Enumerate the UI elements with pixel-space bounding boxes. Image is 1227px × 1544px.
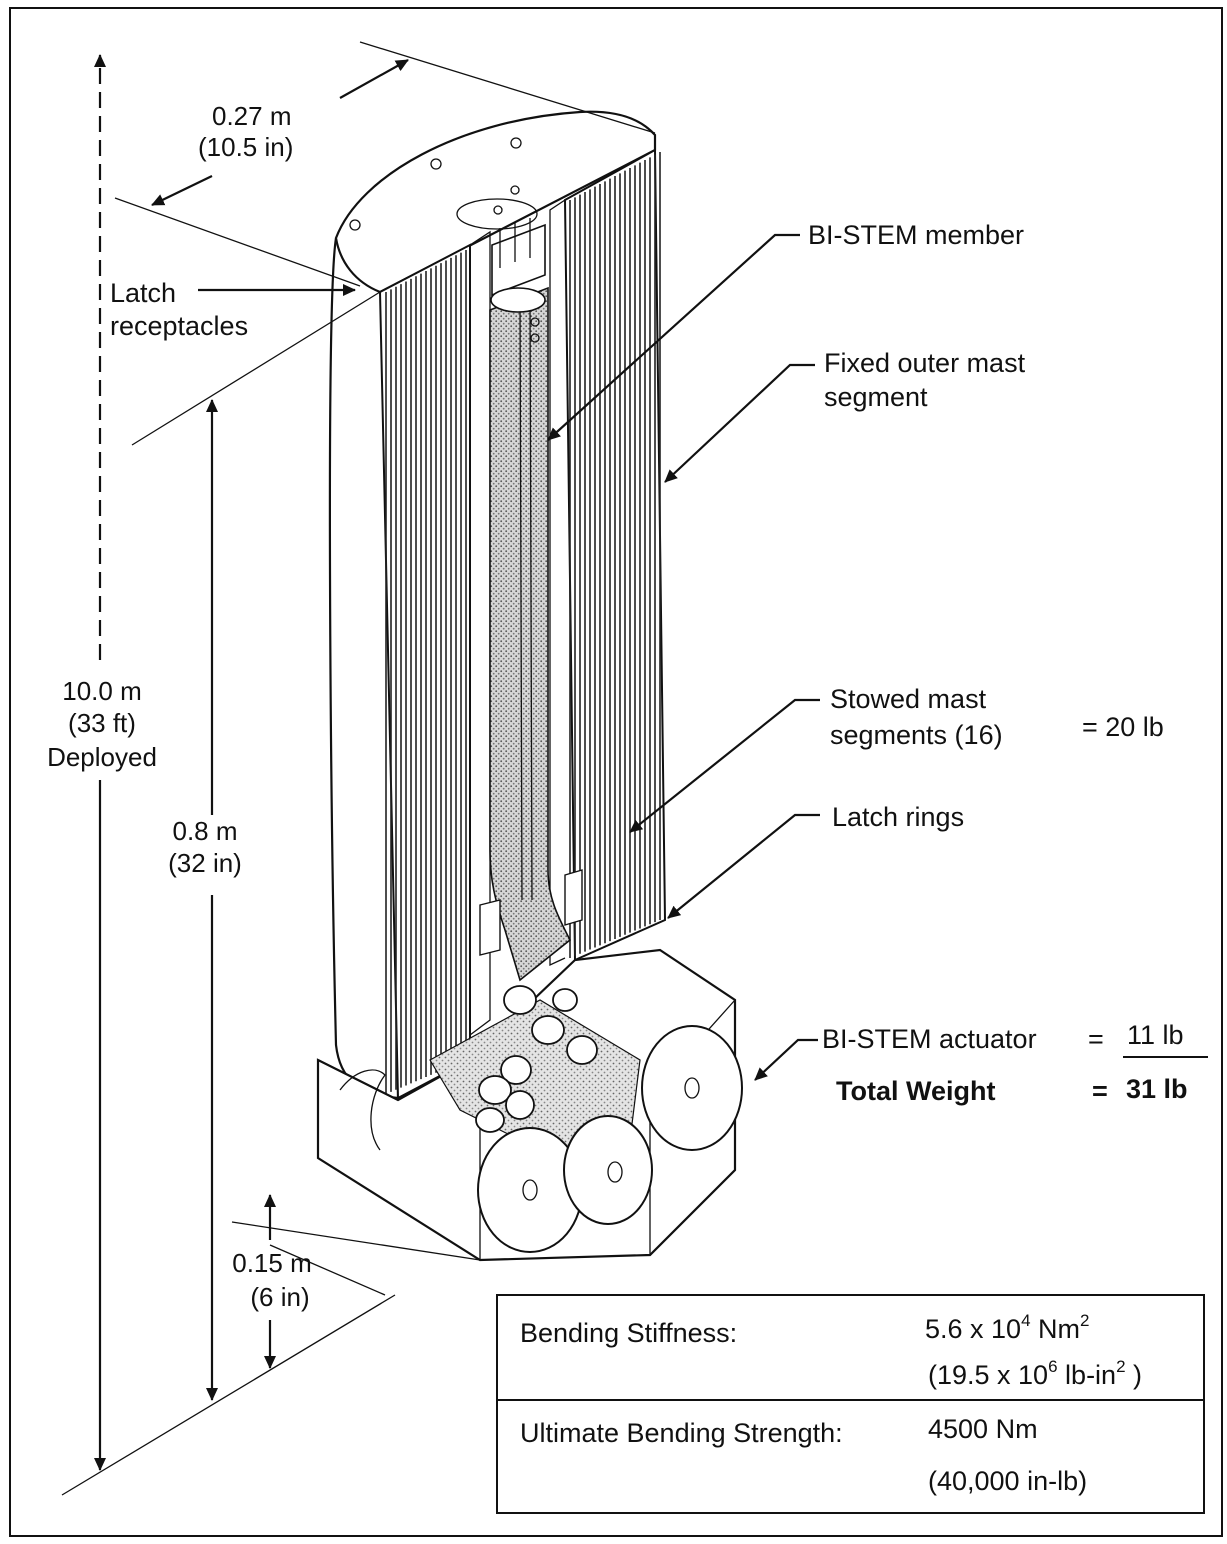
deployed-m: 10.0 m bbox=[62, 676, 142, 706]
deployed-ft: (33 ft) bbox=[68, 708, 136, 738]
actuator-height-in: (6 in) bbox=[250, 1282, 309, 1312]
actuator-label: BI-STEM actuator bbox=[822, 1024, 1037, 1054]
total-eq: = bbox=[1092, 1076, 1108, 1106]
figure-frame bbox=[9, 7, 1223, 1537]
top-cap bbox=[334, 110, 657, 294]
stiffness-si: 5.6 x 104 Nm2 bbox=[925, 1311, 1090, 1344]
stowed-slats-right bbox=[569, 152, 661, 958]
properties-table: Bending Stiffness: 5.6 x 104 Nm2 (19.5 x… bbox=[496, 1294, 1205, 1514]
stowed-height-m: 0.8 m bbox=[172, 816, 237, 846]
stiffness-label: Bending Stiffness: bbox=[520, 1318, 737, 1348]
stowed-segments-1: Stowed mast bbox=[830, 684, 987, 714]
dim-stowed bbox=[131, 291, 381, 1401]
actuator-eq: = bbox=[1088, 1024, 1104, 1054]
width-in: (10.5 in) bbox=[198, 132, 293, 162]
total-weight: 31 lb bbox=[1126, 1074, 1188, 1104]
stowed-height-in: (32 in) bbox=[168, 848, 242, 878]
latch-receptacles-2: receptacles bbox=[110, 311, 248, 341]
stowed-segments-2: segments (16) bbox=[830, 720, 1003, 750]
mast-canister bbox=[328, 110, 667, 1100]
fixed-outer-2: segment bbox=[824, 382, 928, 412]
deployed-word: Deployed bbox=[47, 742, 157, 772]
actuator-weight: 11 lb bbox=[1127, 1020, 1184, 1050]
width-m: 0.27 m bbox=[212, 101, 292, 131]
strength-label: Ultimate Bending Strength: bbox=[520, 1418, 843, 1448]
bistem-member bbox=[489, 286, 572, 982]
stiffness-imperial: (19.5 x 106 lb-in2 ) bbox=[928, 1357, 1142, 1390]
latch-rings-label: Latch rings bbox=[832, 802, 964, 832]
actuator-height-m: 0.15 m bbox=[232, 1248, 312, 1278]
strength-si: 4500 Nm bbox=[928, 1414, 1038, 1444]
dim-actuator bbox=[61, 1194, 481, 1496]
leader-lines bbox=[198, 233, 820, 1081]
total-label: Total Weight bbox=[836, 1076, 995, 1106]
bistem-member-label: BI-STEM member bbox=[808, 220, 1024, 250]
stowed-slats-left bbox=[385, 250, 467, 1094]
strength-imperial: (40,000 in-lb) bbox=[928, 1466, 1087, 1496]
dim-width bbox=[114, 41, 656, 287]
fixed-outer-1: Fixed outer mast bbox=[824, 348, 1026, 378]
stowed-weight: = 20 lb bbox=[1082, 712, 1164, 742]
bistem-actuator bbox=[316, 948, 743, 1262]
latch-receptacles-1: Latch bbox=[110, 278, 176, 308]
